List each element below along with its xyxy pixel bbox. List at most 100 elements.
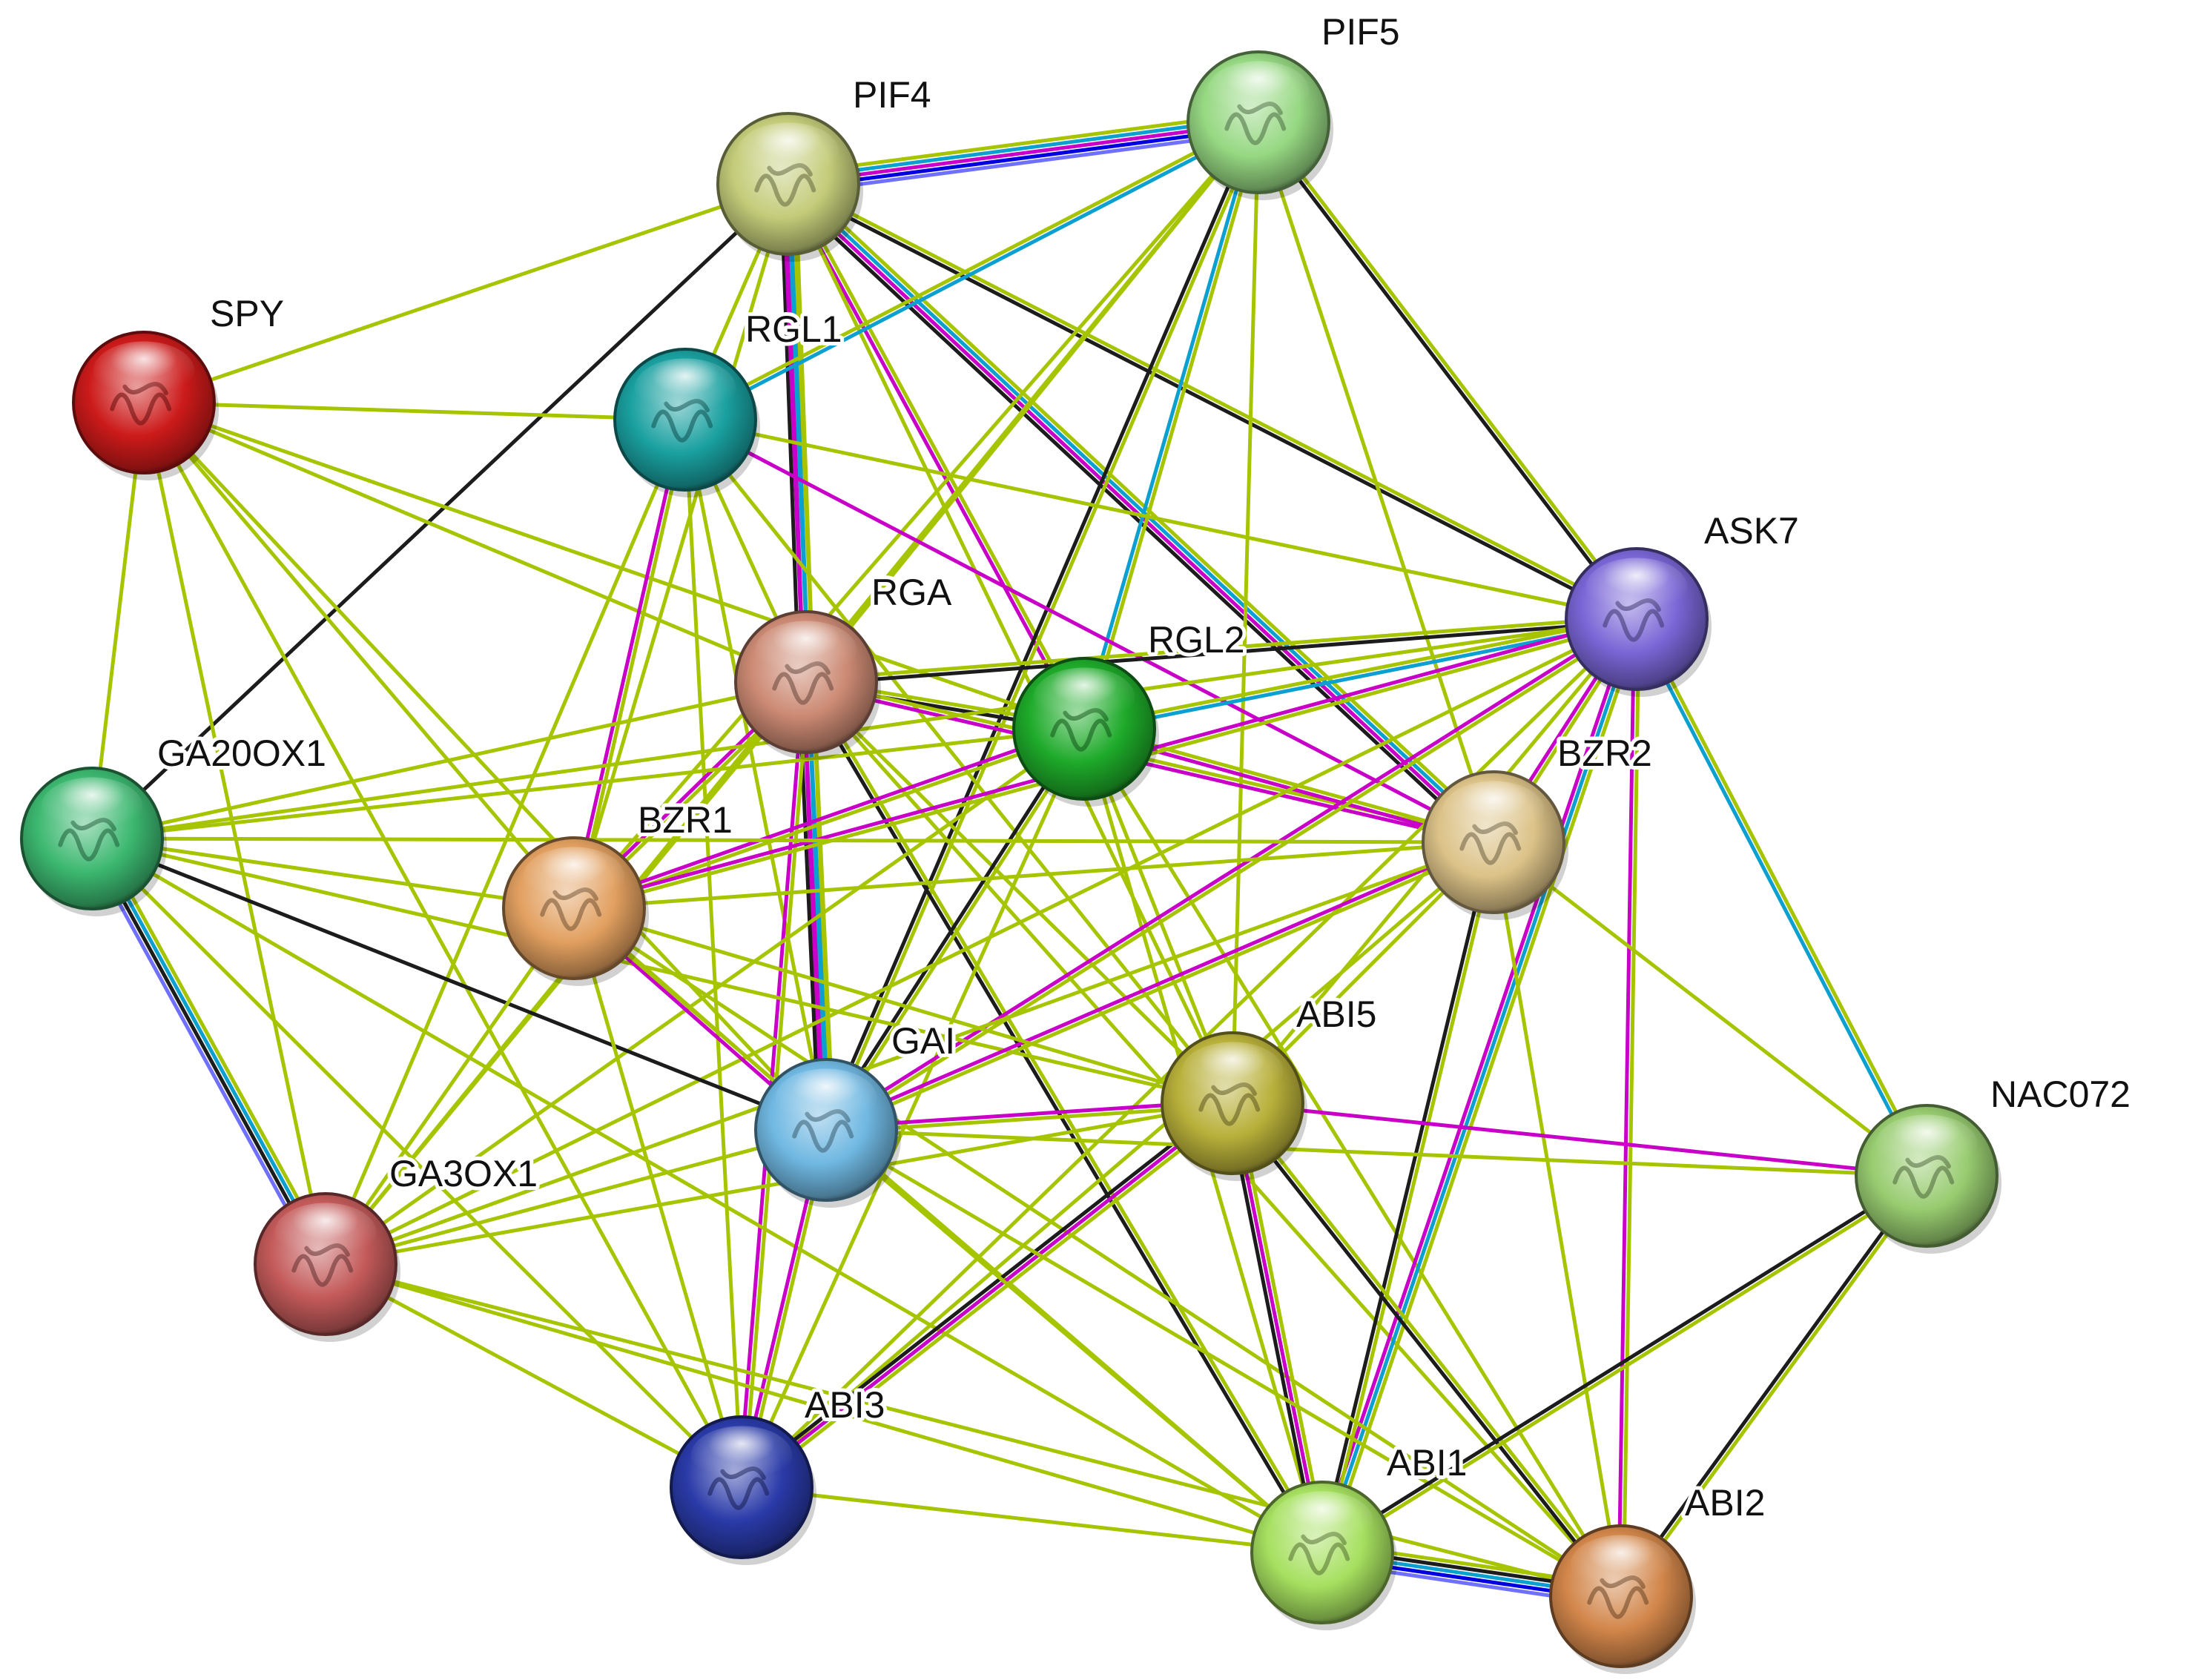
edge-bzr2-bzr1 xyxy=(572,840,1496,910)
node-ga20ox1[interactable] xyxy=(20,767,167,916)
edge-line-textmining xyxy=(572,906,1623,1598)
node-rgl1[interactable] xyxy=(613,348,760,497)
edge-pif5-rgl1 xyxy=(682,118,1261,424)
edge-spy-bzr1 xyxy=(142,400,576,910)
edge-line-textmining xyxy=(683,417,744,1489)
edge-line-textmining xyxy=(739,1485,1324,1555)
edge-line-textmining xyxy=(96,833,334,1263)
node-label-ga20ox1: GA20OX1 xyxy=(157,732,326,774)
edge-line-coexpression xyxy=(90,836,828,1132)
node-abi3[interactable] xyxy=(670,1415,816,1565)
edge-pif5-rgl2 xyxy=(1080,119,1263,732)
node-label-rgl2: RGL2 xyxy=(1148,619,1245,661)
edge-line-textmining xyxy=(142,182,791,405)
edge-rgl2-abi2 xyxy=(1082,727,1623,1598)
node-nac072[interactable] xyxy=(1855,1104,2001,1254)
edge-ga20ox1-abi5 xyxy=(90,836,1235,1105)
edge-line-textmining xyxy=(142,400,828,1132)
node-label-abi5: ABI5 xyxy=(1296,993,1376,1035)
node-gloss xyxy=(1570,1535,1672,1595)
node-label-pif4: PIF4 xyxy=(853,74,931,116)
node-gloss xyxy=(690,1426,793,1486)
edge-nac072-abi1 xyxy=(1319,1171,1930,1557)
edge-line-textmining xyxy=(572,906,744,1489)
node-spy[interactable] xyxy=(72,331,219,480)
node-bzr1[interactable] xyxy=(502,836,649,986)
edge-line-textmining xyxy=(1491,840,1623,1598)
edge-pif4-ga20ox1 xyxy=(90,182,791,841)
edge-pif4-abi5 xyxy=(786,182,1235,1105)
edge-line-textmining xyxy=(323,1262,744,1489)
node-ga3ox1[interactable] xyxy=(254,1192,400,1342)
edge-line-coexpression xyxy=(1228,1102,1621,1600)
node-pif5[interactable] xyxy=(1187,50,1333,200)
edge-ga20ox1-bzr2 xyxy=(90,836,1496,844)
edge-line-coexpression xyxy=(1319,1171,1927,1552)
edge-abi5-nac072 xyxy=(1230,1101,1929,1178)
edge-bzr2-ga3ox1 xyxy=(323,840,1496,1266)
edge-line-textmining xyxy=(323,1128,828,1266)
edge-pif5-ask7 xyxy=(1254,119,1641,623)
edge-spy-abi3 xyxy=(142,400,744,1489)
edge-line-coexpression xyxy=(88,838,326,1268)
edge-rgl2-gai xyxy=(822,725,1089,1134)
node-label-spy: SPY xyxy=(210,293,284,334)
edge-line-textmining xyxy=(1230,120,1261,1105)
node-label-abi1: ABI1 xyxy=(1387,1442,1467,1484)
edge-pif5-bzr2 xyxy=(1256,120,1496,844)
edge-line-textmining xyxy=(574,418,690,911)
edge-line-textmining xyxy=(323,727,1086,1266)
edge-bzr2-abi2 xyxy=(1491,840,1623,1598)
edge-line-textmining xyxy=(825,619,1640,1134)
edge-pif4-pif5 xyxy=(785,110,1262,196)
edge-pif5-bzr1 xyxy=(572,120,1261,910)
edge-line-textmining xyxy=(572,840,1496,910)
edge-line-coexpression xyxy=(90,182,791,841)
edge-line-textmining xyxy=(572,120,1261,910)
edge-line-textmining xyxy=(1081,615,1638,729)
edge-ga20ox1-ga3ox1 xyxy=(83,833,334,1270)
edge-line-textmining xyxy=(786,182,1235,1105)
edge-rgl1-gai xyxy=(683,417,828,1132)
edge-line-textmining xyxy=(90,836,576,910)
node-abi5[interactable] xyxy=(1161,1031,1307,1181)
node-abi1[interactable] xyxy=(1250,1481,1397,1630)
edge-gai-ga3ox1 xyxy=(323,1128,828,1266)
node-rga[interactable] xyxy=(734,610,881,760)
edge-line-experimental xyxy=(571,724,1086,908)
node-bzr2[interactable] xyxy=(1422,770,1568,920)
edge-ga3ox1-abi1 xyxy=(323,1262,1324,1555)
node-abi2[interactable] xyxy=(1549,1524,1696,1674)
node-rgl2[interactable] xyxy=(1012,657,1159,807)
edge-gai-nac072 xyxy=(824,1128,1929,1178)
edge-line-coexpression xyxy=(1617,1172,1927,1597)
edge-line-coexpression xyxy=(781,187,1491,850)
node-gloss xyxy=(634,358,736,418)
edge-line-textmining xyxy=(323,840,1496,1266)
edge-line-experimental xyxy=(823,838,1495,1130)
edge-line-experimental xyxy=(739,1101,1235,1489)
edge-line-textmining xyxy=(739,727,1086,1489)
edge-gai-abi2 xyxy=(824,1128,1623,1598)
edge-bzr1-abi2 xyxy=(572,906,1623,1598)
edge-line-textmining xyxy=(1084,121,1263,732)
node-gloss xyxy=(1442,781,1545,841)
edge-line-textmining xyxy=(683,417,828,1132)
node-ask7[interactable] xyxy=(1565,547,1712,697)
edge-bzr1-abi3 xyxy=(572,906,744,1489)
edge-line-database xyxy=(785,116,1260,182)
node-gai[interactable] xyxy=(754,1058,901,1208)
edge-bzr2-abi3 xyxy=(739,840,1496,1489)
edge-line-textmining xyxy=(1232,1099,1626,1597)
node-gloss xyxy=(274,1203,377,1263)
edge-line-textmining xyxy=(683,417,1235,1105)
edge-line-database xyxy=(92,835,330,1265)
edge-line-experimental xyxy=(1617,617,1637,1598)
edge-rgl1-ask7 xyxy=(683,417,1639,621)
edge-line-textmining xyxy=(683,417,1639,621)
node-pif4[interactable] xyxy=(716,112,863,262)
edge-line-textmining xyxy=(826,121,1263,1133)
edge-rgl1-abi3 xyxy=(683,417,744,1489)
